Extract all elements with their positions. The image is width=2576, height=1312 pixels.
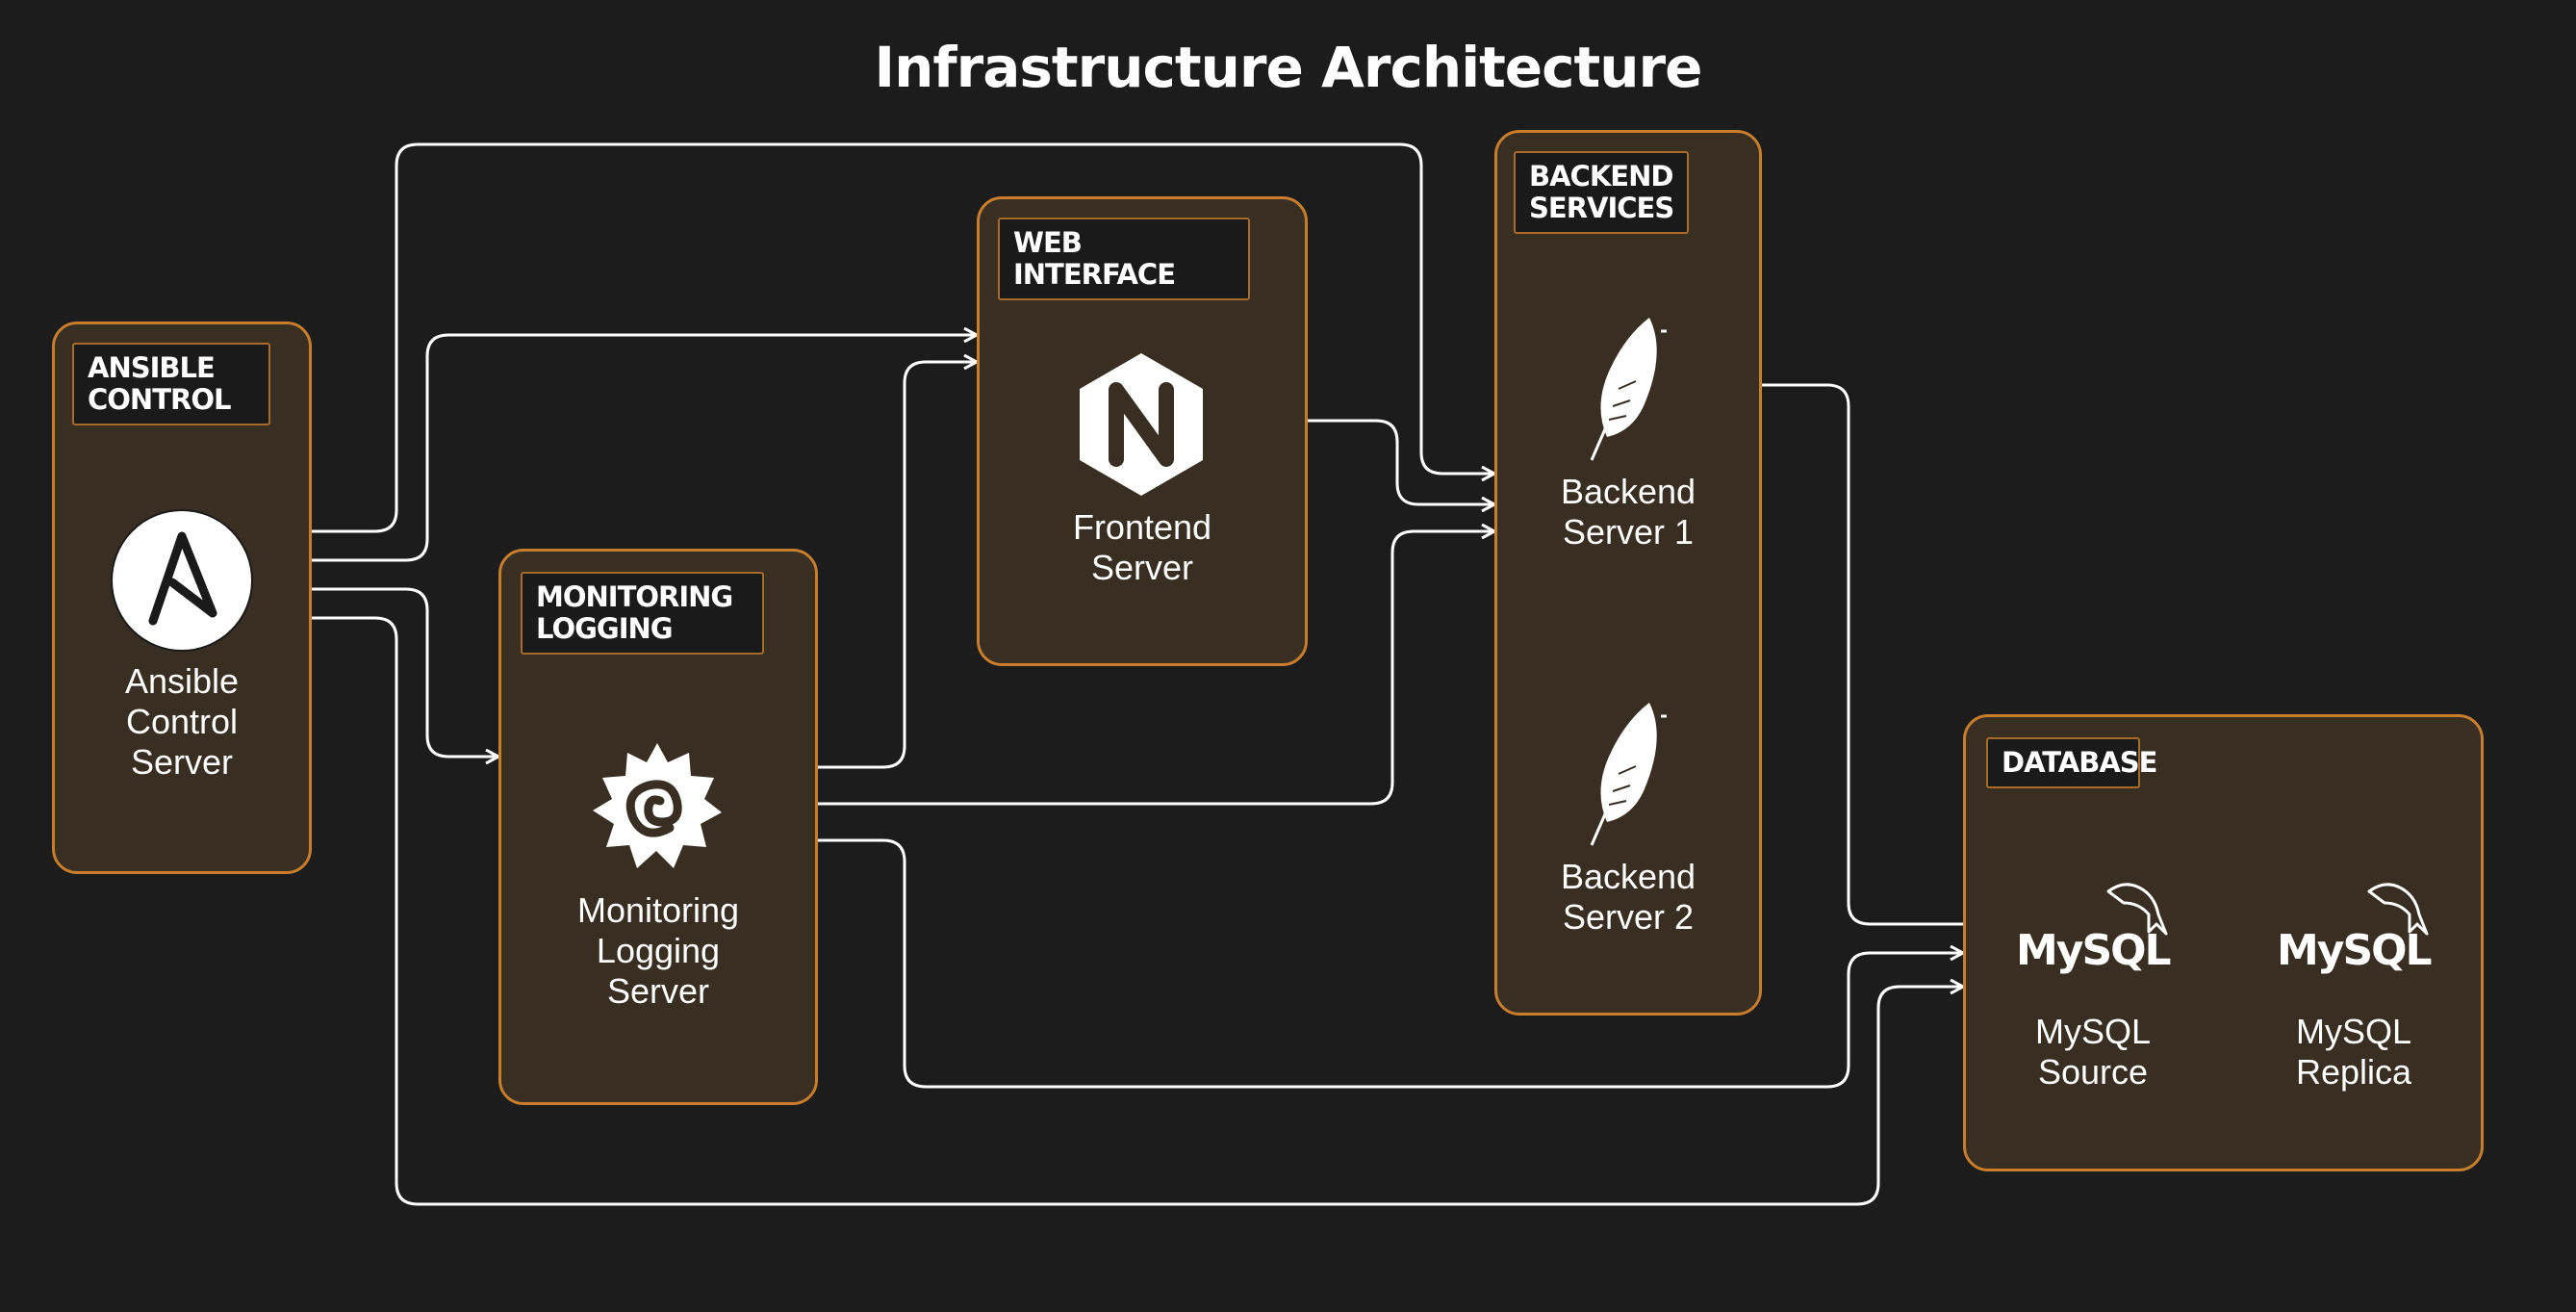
edge-monitoring-frontend: [729, 362, 977, 769]
apache-feather-icon-1: [1590, 318, 1667, 461]
group-label-monitoring: MONITORING LOGGING: [521, 572, 764, 655]
node-label-frontend: Frontend Server: [1072, 507, 1212, 587]
edge-monitoring-backend1: [729, 531, 1494, 806]
diagram-title: Infrastructure Architecture: [874, 35, 1703, 100]
node-label-backend2: Backend Server 2: [1560, 857, 1696, 937]
mysql-replica-wordmark: MySQL: [2277, 926, 2433, 975]
edge-ansible-monitoring: [253, 587, 498, 757]
node-label-monitoring: Monitoring Logging Server: [576, 890, 740, 1011]
nginx-icon: [1080, 353, 1203, 496]
mysql-replica-logo: MySQL: [2277, 876, 2433, 982]
mysql-dolphin-icon-2: [2367, 883, 2429, 936]
node-label-mysql-source: MySQL Source: [2034, 1012, 2152, 1092]
edge-ansible-database: [253, 616, 1963, 1206]
mysql-source-logo: MySQL: [2016, 876, 2172, 982]
edge-frontend-backend1: [1209, 419, 1494, 504]
mysql-source-wordmark: MySQL: [2016, 926, 2172, 975]
group-label-backend: BACKEND SERVICES: [1514, 151, 1689, 234]
group-backend-services: [1494, 130, 1762, 1016]
grafana-icon: [593, 743, 722, 868]
group-label-database: DATABASE: [1986, 737, 2157, 788]
group-label-web: WEB INTERFACE: [998, 218, 1250, 300]
mysql-dolphin-icon-1: [2106, 883, 2168, 936]
node-label-ansible: Ansible Control Server: [124, 661, 240, 782]
ansible-icon: [111, 509, 253, 652]
apache-feather-icon-2: [1590, 703, 1667, 846]
node-label-mysql-replica: MySQL Replica: [2295, 1012, 2412, 1092]
node-label-backend1: Backend Server 1: [1560, 472, 1696, 552]
group-database: [1963, 714, 2484, 1171]
edge-ansible-backend1: [253, 142, 1494, 533]
group-label-ansible: ANSIBLE CONTROL: [72, 343, 270, 425]
edge-ansible-frontend: [253, 335, 977, 562]
edge-monitoring-database: [729, 838, 1963, 1089]
edge-backend1-mysql-source: [1697, 383, 2021, 924]
